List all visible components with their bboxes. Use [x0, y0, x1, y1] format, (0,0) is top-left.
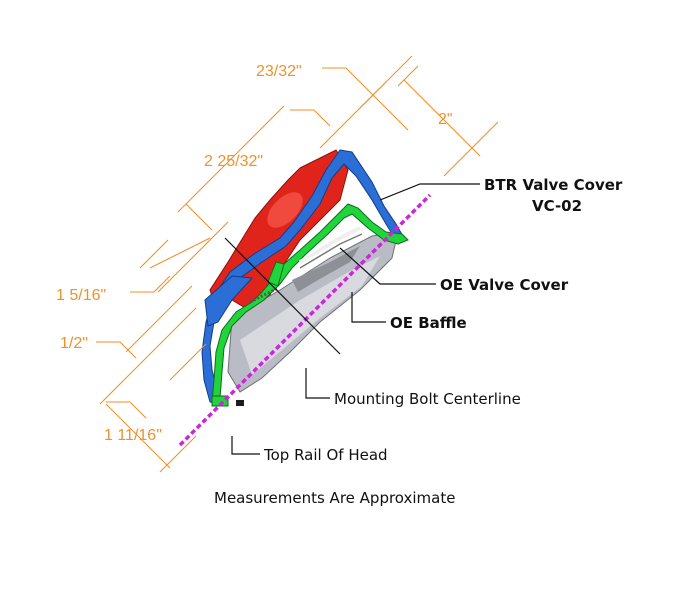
label-vc-02: VC-02 [532, 197, 582, 215]
baffle-strip-edge [299, 233, 363, 269]
bolt-clip [236, 400, 244, 406]
footer-note: Measurements Are Approximate [214, 489, 455, 507]
cross-section-drawing [201, 149, 409, 407]
label-oe-valve-cover: OE Valve Cover [440, 276, 569, 294]
dimension-lines [96, 55, 499, 473]
dim-2: 2" [438, 111, 453, 128]
dim-1-5-16: 1 5/16" [56, 287, 106, 304]
red-cap-highlight [267, 192, 303, 228]
label-top-rail-of-head: Top Rail Of Head [263, 446, 388, 464]
baffle-strip [298, 226, 361, 264]
grey-shading [240, 256, 380, 375]
label-mounting-bolt-centerline: Mounting Bolt Centerline [334, 390, 521, 408]
leader-lines [231, 183, 480, 455]
dim-2-25-32: 2 25/32" [204, 153, 263, 170]
label-oe-baffle: OE Baffle [390, 314, 467, 332]
btr-cover-flange [204, 275, 254, 327]
top-rail-line [178, 193, 432, 447]
baffle-hatch [249, 286, 279, 304]
oe-cover-foot [211, 395, 229, 407]
dim-1-11-16: 1 11/16" [104, 427, 162, 444]
dim-23-32: 23/32" [256, 63, 302, 80]
dim-1-2: 1/2" [60, 335, 88, 352]
oe-cover-rib [267, 261, 285, 287]
grey-inner-dark [292, 246, 360, 292]
label-btr-valve-cover: BTR Valve Cover [484, 176, 623, 194]
bolt-centerline [224, 237, 341, 355]
